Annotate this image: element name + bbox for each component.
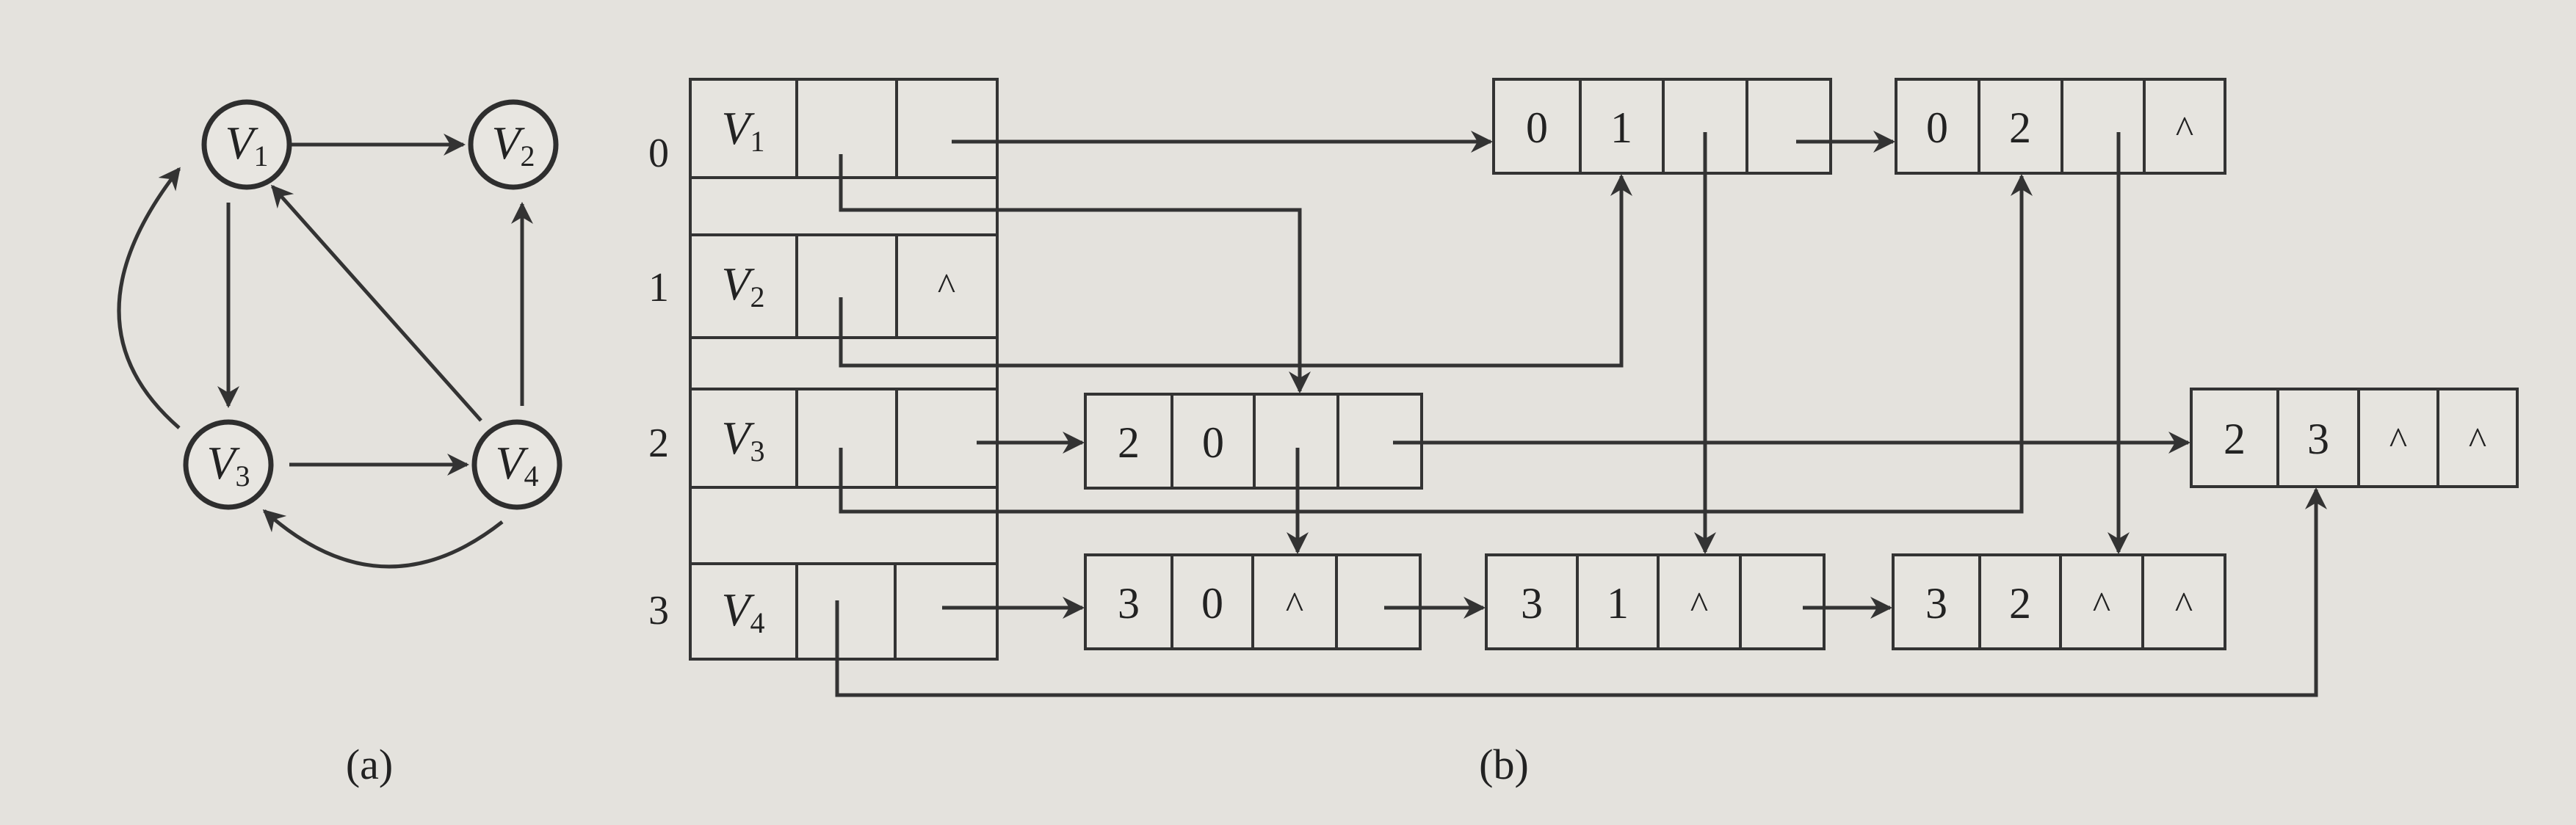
head-node-1: V2 ^ <box>689 233 999 339</box>
arc-node-3-0: 3 0 ^ <box>1084 553 1422 650</box>
head-index-1: 1 <box>648 265 669 310</box>
arc-node-0-1: 0 1 <box>1492 78 1832 175</box>
arc-head: 0 <box>1201 579 1223 628</box>
vertex-v2: V2 <box>468 99 559 190</box>
directed-graph: V1 V2 V3 V4 (a) <box>117 99 562 788</box>
edge-v4-v3 <box>262 509 504 569</box>
arc-tail: 2 <box>2224 415 2246 463</box>
svg-text:V4: V4 <box>495 437 538 493</box>
arc-node-3-2: 3 2 ^ ^ <box>1892 553 2226 650</box>
vertex-v1: V1 <box>201 99 292 190</box>
svg-text:V3: V3 <box>721 412 764 468</box>
caption-a: (a) <box>346 741 393 788</box>
svg-text:V3: V3 <box>206 437 250 493</box>
head-firstout-1: ^ <box>938 266 955 308</box>
vertex-label: V <box>495 437 529 489</box>
head-vertex-label: V <box>721 258 755 310</box>
svg-text:V4: V4 <box>721 584 764 639</box>
head-node-table: 0 1 2 3 V1 V2 ^ <box>648 78 999 661</box>
head-vertex-label: V <box>721 102 755 154</box>
edge-v3-v1 <box>117 167 181 429</box>
arc-hlink: ^ <box>2093 585 2110 627</box>
arc-node-3-1: 3 1 ^ <box>1485 553 1826 650</box>
vertex-subscript: 2 <box>521 139 535 172</box>
head-node-3: V4 <box>689 562 999 661</box>
arc-head: 0 <box>1202 418 1224 467</box>
head-vertex-subscript: 2 <box>750 280 765 313</box>
arc-tail: 3 <box>1925 579 1947 628</box>
arc-tlink: ^ <box>2176 109 2193 151</box>
head-vertex-label: V <box>721 412 755 464</box>
head-index-3: 3 <box>648 588 669 633</box>
arc-tail: 3 <box>1118 579 1140 628</box>
head-vertex-subscript: 4 <box>750 606 765 639</box>
arc-tail: 0 <box>1926 103 1948 152</box>
head-vertex-label: V <box>721 584 755 636</box>
vertex-subscript: 1 <box>254 139 269 172</box>
arc-tlink: ^ <box>2175 585 2193 627</box>
vertex-subscript: 3 <box>236 459 250 493</box>
arc-head: 1 <box>1607 579 1629 628</box>
arc-head: 1 <box>1610 103 1632 152</box>
head-vertex-subscript: 3 <box>750 435 765 468</box>
arc-tail: 2 <box>1118 418 1140 467</box>
orthogonal-list: 0 1 2 3 V1 V2 ^ <box>648 78 2519 788</box>
pointer-v1-firstin <box>839 154 1311 393</box>
arc-hlink: ^ <box>2389 421 2407 462</box>
head-node-2: V3 <box>689 388 999 489</box>
vertex-label: V <box>491 117 525 169</box>
arc-node-2-0: 2 0 <box>1084 393 1423 490</box>
head-index-0: 0 <box>648 131 669 176</box>
vertex-label: V <box>225 117 258 169</box>
svg-text:V1: V1 <box>721 102 764 158</box>
edge-v4-v1 <box>271 184 482 422</box>
vertex-subscript: 4 <box>524 459 539 493</box>
head-index-2: 2 <box>648 421 669 466</box>
arc-head: 2 <box>2009 579 2031 628</box>
arc-hlink: ^ <box>1286 585 1303 627</box>
arc-node-2-3: 2 3 ^ ^ <box>2190 388 2519 488</box>
svg-text:V2: V2 <box>491 117 535 172</box>
arc-hlink: ^ <box>1690 585 1708 627</box>
pointer-v4-firstin <box>835 487 2327 697</box>
arc-head: 3 <box>2307 415 2329 463</box>
caption-b: (b) <box>1479 741 1529 788</box>
arc-head: 2 <box>2009 103 2031 152</box>
arc-tail: 0 <box>1526 103 1548 152</box>
svg-text:V2: V2 <box>721 258 764 313</box>
svg-text:V1: V1 <box>225 117 268 172</box>
arc-tlink: ^ <box>2469 421 2486 462</box>
arc-node-0-2: 0 2 ^ <box>1895 78 2226 175</box>
arc-tail: 3 <box>1521 579 1543 628</box>
vertex-v3: V3 <box>183 419 274 510</box>
pointer-v2-firstin <box>839 174 1632 368</box>
vertex-v4: V4 <box>471 419 562 510</box>
vertex-label: V <box>206 437 240 489</box>
head-vertex-subscript: 1 <box>750 125 765 158</box>
pointer-v3-firstin <box>839 174 2033 514</box>
head-node-0: V1 <box>689 78 999 179</box>
